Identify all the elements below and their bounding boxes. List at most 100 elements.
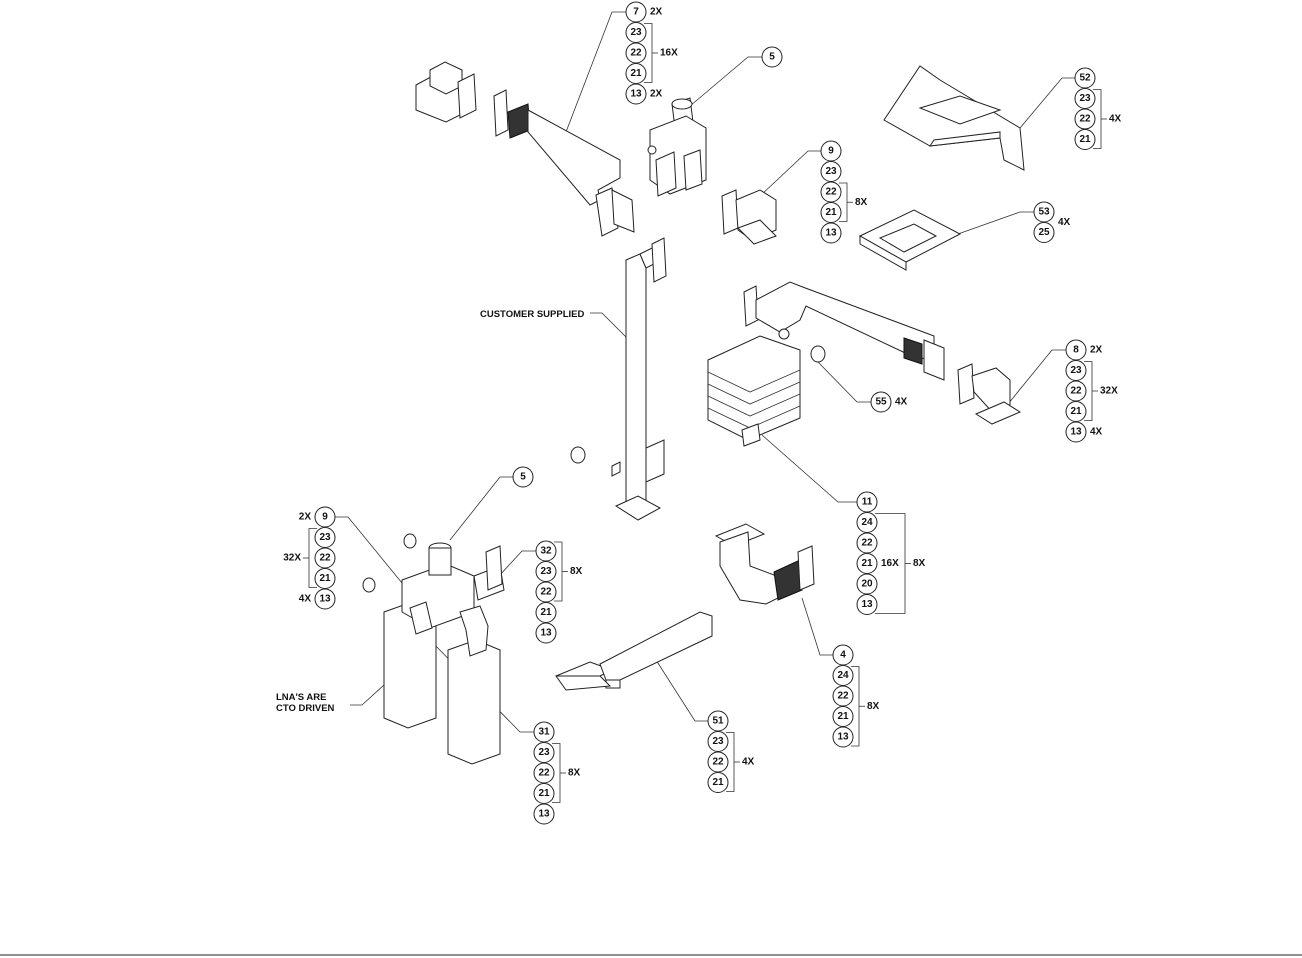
item-number: 21 [538,788,550,799]
item-number: 13 [825,228,837,239]
item-number: 22 [630,48,642,59]
part-waveguide-9-right [722,190,776,244]
callout-53: 53 25 4X [1034,202,1071,243]
item-number: 22 [538,768,550,779]
item-number: 21 [712,777,724,788]
part-elbow-8 [958,364,1020,424]
item-number: 22 [825,187,837,198]
bracket-quantity-label: 8X [570,566,583,577]
part-bracket-52 [884,66,1024,170]
callout-lower-5: 5 [513,467,533,487]
item-number: 8 [1073,345,1079,356]
callout-55: 55 4X [871,392,908,412]
item-number: 21 [861,558,873,569]
part-waveguide-4 [716,524,814,604]
item-number: 21 [630,68,642,79]
item-number: 13 [861,599,873,610]
item-number: 23 [1079,93,1091,104]
item-number: 51 [712,716,724,727]
item-number: 55 [875,397,887,408]
callout-left-9: 9 23 22 21 13 2X 4X 32X [283,507,335,609]
item-number: 20 [861,579,873,590]
item-number: 22 [861,538,873,549]
item-number: 4 [840,650,846,661]
item-number: 24 [837,670,849,681]
part-bracket-53 [860,210,960,270]
quantity-label: 16X [881,558,899,569]
bracket-quantity-label: 4X [1109,114,1122,125]
quantity-label: 2X [650,7,663,18]
item-number: 22 [319,553,331,564]
item-number: 22 [837,691,849,702]
quantity-label: 4X [299,594,312,605]
bracket-quantity-label: 16X [660,48,678,59]
part-filter-11-assembly [708,282,944,446]
item-number: 22 [1070,386,1082,397]
item-number: 22 [712,757,724,768]
bracket-quantity-label: 32X [283,553,301,564]
item-number: 13 [1070,427,1082,438]
callout-52: 52 23 22 21 4X [1075,68,1122,150]
item-number: 23 [825,166,837,177]
item-number: 21 [1079,134,1091,145]
item-number: 23 [630,27,642,38]
quantity-label: 4X [1090,427,1103,438]
part-waveguide-7 [494,90,634,236]
lna-note-line2: CTO DRIVEN [276,703,335,714]
bracket-quantity-label: 32X [1100,386,1118,397]
item-number: 21 [825,207,837,218]
item-number: 21 [540,607,552,618]
item-number: 53 [1038,207,1050,218]
item-number: 24 [861,517,873,528]
part-customer-supplied-waveguide [571,238,666,520]
item-number: 21 [1070,406,1082,417]
bracket-quantity-label: 8X [568,768,581,779]
customer-supplied-note: CUSTOMER SUPPLIED [480,309,584,320]
item-number: 22 [540,587,552,598]
quantity-label: 2X [650,89,663,100]
item-number: 22 [1079,114,1091,125]
item-number: 9 [322,512,328,523]
item-number: 25 [1038,227,1050,238]
item-number: 21 [837,711,849,722]
item-number: 9 [828,146,834,157]
item-number: 13 [630,89,642,100]
item-number: 23 [712,736,724,747]
item-number: 23 [538,747,550,758]
item-number: 52 [1079,73,1091,84]
item-number: 23 [540,566,552,577]
item-number: 21 [319,573,331,584]
callout-top-5: 5 [762,47,782,67]
part-lna-assembly [363,534,504,764]
bracket-quantity-label: 8X [867,701,880,712]
item-number: 31 [538,727,550,738]
item-number: 23 [1070,365,1082,376]
bracket-quantity-label: 4X [742,757,755,768]
callout-8: 8 23 22 21 13 2X 4X 32X [1066,340,1118,442]
quantity-label: 4X [895,397,908,408]
item-number: 23 [319,532,331,543]
lna-note-line1: LNA'S ARE [276,692,326,703]
part-bracket-51 [556,612,712,690]
item-number: 5 [769,52,775,63]
callout-top-7: 7 23 22 21 13 2X 2X 16X [626,2,678,104]
item-number: 11 [862,497,873,508]
item-number: 13 [540,628,552,639]
item-number: 13 [538,809,550,820]
item-number: 13 [319,594,331,605]
callout-11: 11 24 22 21 20 13 16X 8X [857,492,926,615]
callout-31: 31 23 22 21 13 8X [534,722,581,824]
item-number: 7 [633,7,639,18]
item-number: 5 [520,472,526,483]
quantity-label: 2X [1090,345,1103,356]
bracket-quantity-label: 8X [855,197,868,208]
bracket-quantity-label: 8X [913,558,926,569]
quantity-label: 4X [1058,217,1071,228]
callout-right-9: 9 23 22 21 13 8X [821,141,868,243]
part-waveguide-adapter-top-left [416,62,476,122]
part-isolator-5 [648,98,706,196]
quantity-label: 2X [299,512,312,523]
